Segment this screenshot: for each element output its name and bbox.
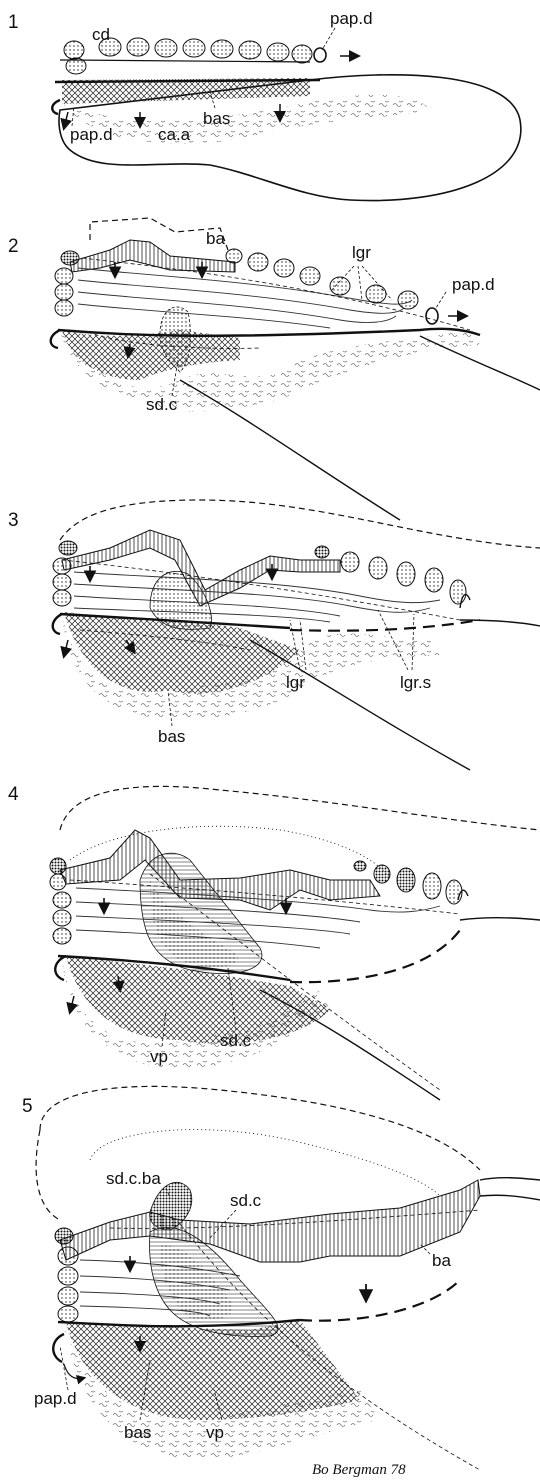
label-ba: ba [432,1251,451,1270]
label-bas: bas [203,109,230,128]
label-sd-c: sd.c [230,1191,262,1210]
label-pap-d: pap.d [330,9,373,28]
label-cd: cd [92,25,110,44]
panel-3: 3 [8,500,540,770]
label-sd-c: sd.c [220,1031,252,1050]
label-vp: vp [150,1047,168,1066]
label-pap-d: pap.d [452,275,495,294]
label-lgr-s: lgr.s [400,673,431,692]
label-vp: vp [206,1423,224,1442]
label-lgr: lgr [286,673,305,692]
label-sd-c: sd.c [146,395,178,414]
label-lgr: lgr [352,243,371,262]
basal-attachment [60,1180,480,1262]
panel-2: 2 [8,218,540,520]
panel-1: 1 cd pap.d [8,9,521,201]
panel-5: 5 [22,1086,540,1470]
label-bas: bas [124,1423,151,1442]
label-pap-d: pap.d [34,1389,77,1408]
panel-number: 1 [8,12,19,33]
label-sd-c-ba: sd.c.ba [106,1169,161,1188]
panel-number: 3 [8,510,19,531]
panel-number: 2 [8,236,19,257]
panel-number: 4 [8,784,19,805]
label-bas: bas [158,727,185,746]
panel-number: 5 [22,1096,33,1117]
panel-4: 4 [8,784,540,1100]
label-pap-d: pap.d [70,125,113,144]
label-ba: ba [206,229,225,248]
artist-signature: Bo Bergman 78 [312,1462,406,1478]
label-ca-a: ca.a [158,125,191,144]
